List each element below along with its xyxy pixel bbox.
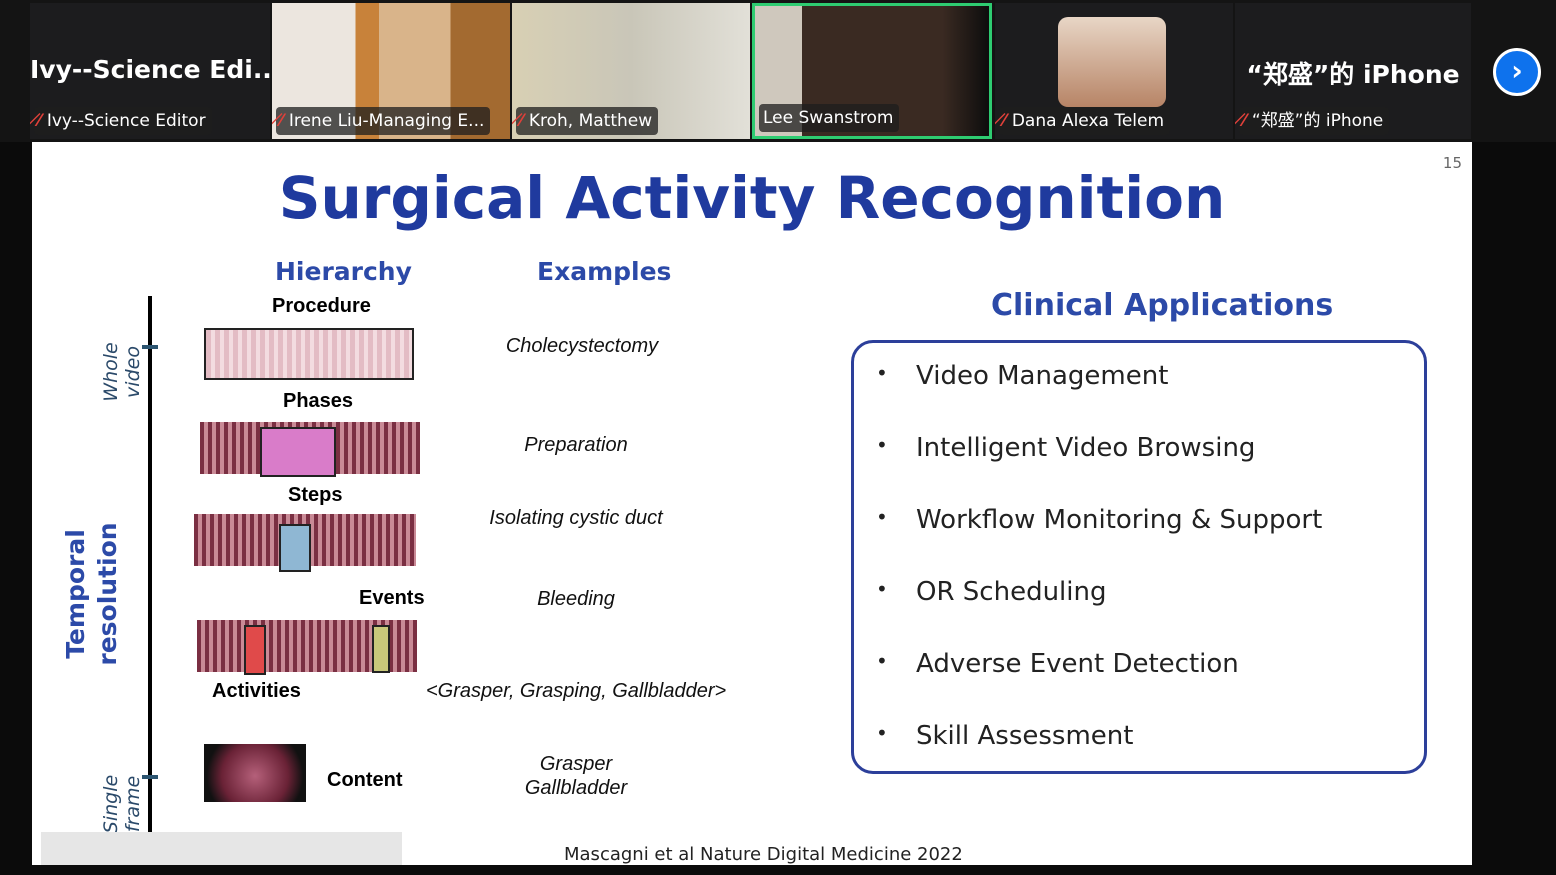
level-content: Content	[327, 769, 403, 791]
name-tag: ⁄̸Irene Liu-Managing E...	[276, 107, 491, 135]
name-tag: ⁄̸Ivy--Science Editor	[34, 107, 212, 135]
axis-tick	[142, 345, 158, 349]
list-item: Adverse Event Detection	[876, 649, 1239, 679]
clinical-heading: Clinical Applications	[991, 288, 1334, 323]
mic-muted-icon: ⁄̸	[38, 111, 41, 131]
overlay-bar	[41, 832, 402, 865]
surgical-frame-image	[204, 744, 306, 802]
step-block	[279, 524, 311, 572]
participant-name: “郑盛”的 iPhone	[1251, 111, 1384, 131]
level-procedure: Procedure	[272, 295, 371, 317]
example-procedure: Cholecystectomy	[505, 335, 659, 357]
mic-muted-icon: ⁄̸	[1243, 111, 1246, 131]
next-page-button[interactable]: ›	[1493, 48, 1541, 96]
axis-label-line: resolution	[93, 522, 122, 666]
example-content-line: Grasper	[539, 753, 613, 775]
participant-name: Kroh, Matthew	[528, 111, 653, 131]
participant-display-name: Ivy--Science Edi...	[30, 55, 270, 84]
axis-label-line: Temporal	[61, 529, 90, 659]
name-tag: ⁄̸“郑盛”的 iPhone	[1239, 107, 1390, 135]
example-phases: Preparation	[524, 434, 628, 456]
procedure-block	[204, 328, 414, 380]
name-tag: ⁄̸Kroh, Matthew	[516, 107, 659, 135]
participant-name: Ivy--Science Editor	[46, 111, 206, 131]
mic-muted-icon: ⁄̸	[280, 111, 283, 131]
participant-name: Dana Alexa Telem	[1011, 111, 1165, 131]
participant-tile[interactable]: ⁄̸Irene Liu-Managing E...	[272, 3, 510, 139]
mic-muted-icon: ⁄̸	[520, 111, 523, 131]
level-events: Events	[359, 587, 425, 609]
name-tag: Lee Swanstrom	[759, 104, 900, 132]
mic-muted-icon: ⁄̸	[1003, 111, 1006, 131]
list-item: Video Management	[876, 361, 1168, 391]
name-tag: ⁄̸Dana Alexa Telem	[999, 107, 1171, 135]
example-steps: Isolating cystic duct	[489, 507, 663, 529]
phase-block	[260, 427, 336, 477]
participant-display-name: “郑盛”的 iPhone	[1246, 60, 1460, 89]
event-block	[372, 625, 390, 673]
participant-tile-active-speaker[interactable]: Lee Swanstrom	[752, 3, 992, 139]
level-steps: Steps	[288, 484, 343, 506]
participant-tile[interactable]: “郑盛”的 iPhone ⁄̸“郑盛”的 iPhone	[1235, 3, 1471, 139]
applications-list: Video Management Intelligent Video Brows…	[851, 340, 1427, 774]
slide-title: Surgical Activity Recognition	[278, 164, 1226, 232]
example-events: Bleeding	[537, 588, 615, 610]
temporal-axis	[148, 296, 152, 832]
hierarchy-heading: Hierarchy	[275, 257, 412, 286]
participant-name: Lee Swanstrom	[763, 108, 894, 128]
list-item: Intelligent Video Browsing	[876, 433, 1255, 463]
shared-slide: 15 Surgical Activity Recognition Hierarc…	[32, 142, 1472, 865]
example-content-line: Gallbladder	[524, 777, 628, 799]
activity-block	[244, 625, 266, 675]
examples-heading: Examples	[537, 257, 672, 286]
participant-tile[interactable]: ⁄̸Kroh, Matthew	[512, 3, 750, 139]
citation: Mascagni et al Nature Digital Medicine 2…	[564, 844, 963, 865]
axis-tick	[142, 775, 158, 779]
participant-strip: Ivy--Science Edi... ⁄̸Ivy--Science Edito…	[0, 0, 1556, 142]
list-item: OR Scheduling	[876, 577, 1107, 607]
level-phases: Phases	[283, 390, 354, 412]
example-activities: <Grasper, Grasping, Gallbladder>	[426, 680, 727, 702]
participant-tile[interactable]: ⁄̸Dana Alexa Telem	[995, 3, 1233, 139]
list-item: Skill Assessment	[876, 721, 1134, 751]
avatar	[1058, 17, 1166, 107]
page-number: 15	[1442, 154, 1462, 172]
axis-top-line: Whole	[100, 342, 122, 402]
list-item: Workflow Monitoring & Support	[876, 505, 1322, 535]
participant-tile[interactable]: Ivy--Science Edi... ⁄̸Ivy--Science Edito…	[30, 3, 270, 139]
participant-name: Irene Liu-Managing E...	[288, 111, 485, 131]
chevron-right-icon: ›	[1511, 54, 1523, 87]
level-activities: Activities	[212, 680, 301, 702]
axis-top-line: video	[122, 346, 144, 398]
